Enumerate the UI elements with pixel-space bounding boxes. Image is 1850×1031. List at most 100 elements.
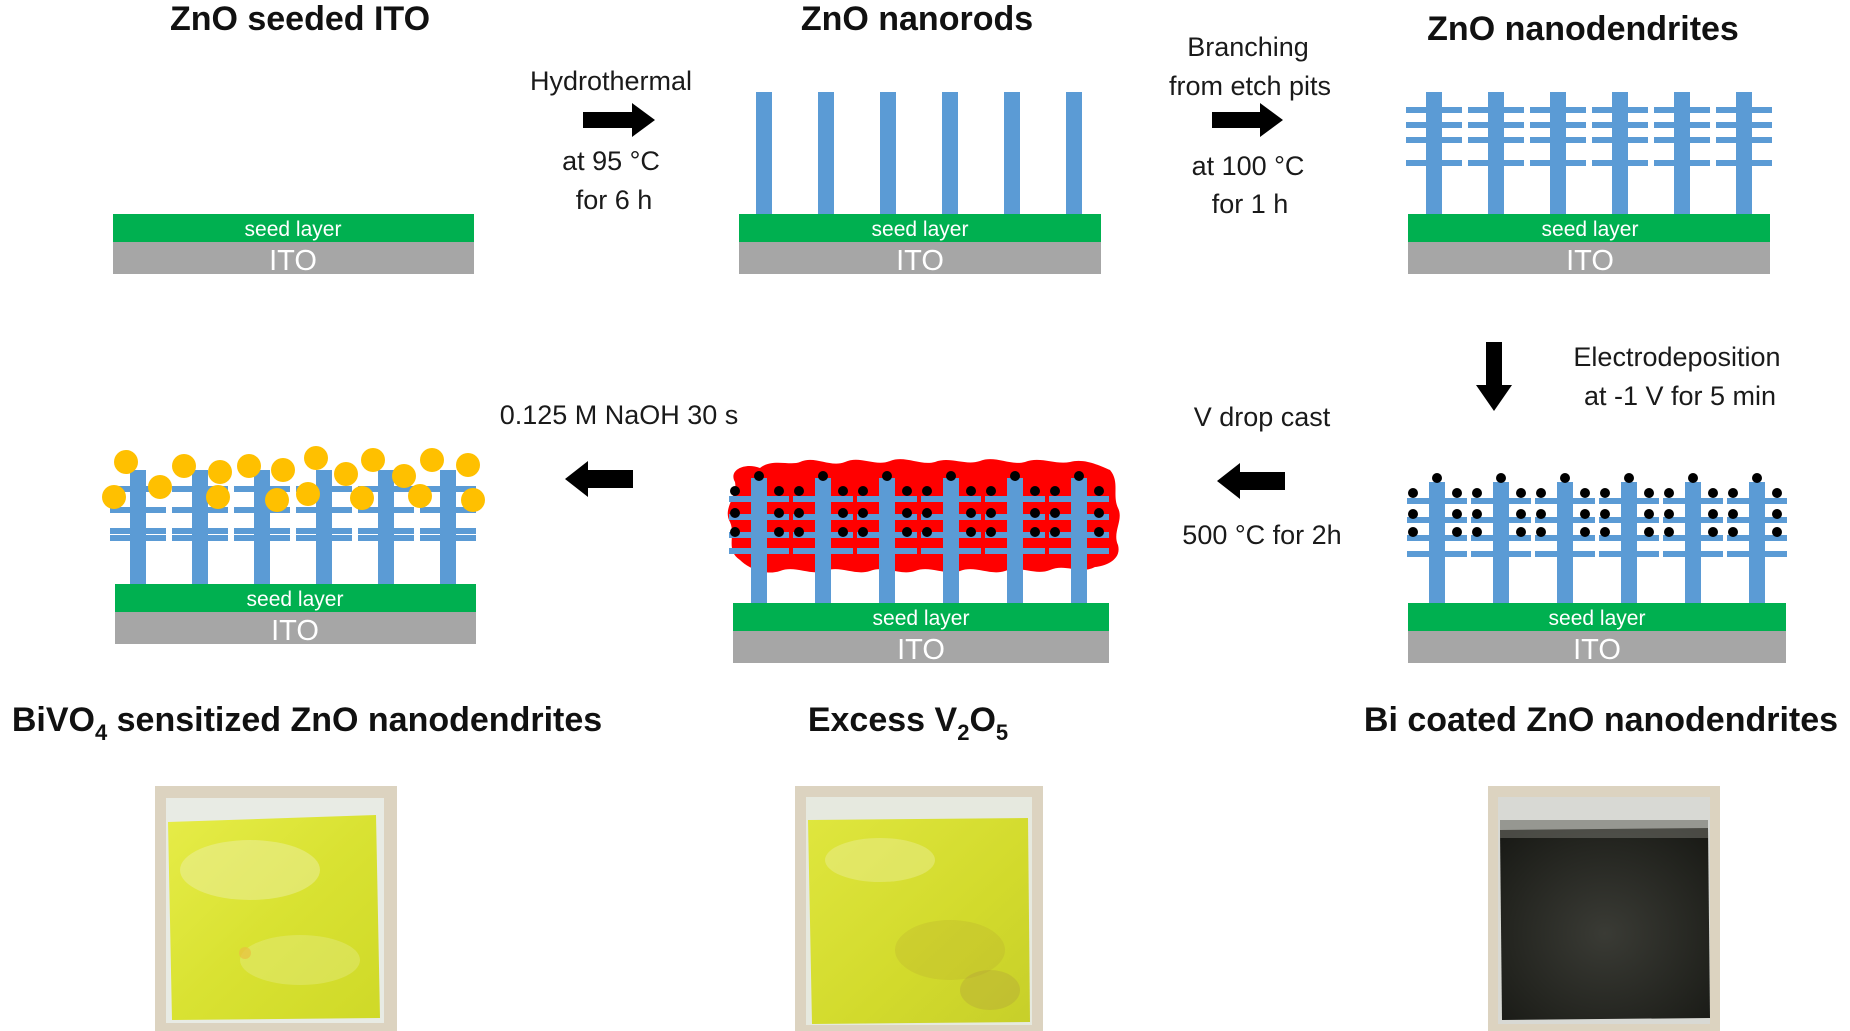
zno-dendrite-branch: [358, 486, 414, 492]
zno-dendrite-branch: [921, 514, 981, 520]
zno-dendrite-branch: [1530, 107, 1586, 113]
bi-particle: [1050, 527, 1060, 537]
bi-particle: [794, 486, 804, 496]
title-bivo4-sensitized: BiVO4 sensitized ZnO nanodendrites: [12, 701, 602, 745]
bivo4-particle: [148, 475, 172, 499]
zno-dendrite-branch: [1530, 160, 1586, 166]
zno-dendrite-branch: [793, 532, 853, 538]
ito-label: ITO: [269, 245, 317, 277]
zno-dendrite-branch: [1716, 107, 1772, 113]
step-branching: Branching from etch pits at 100 °C for 1…: [1169, 32, 1331, 219]
zno-dendrite-branch: [1468, 122, 1524, 128]
zno-dendrite-branch: [1407, 498, 1467, 504]
zno-dendrite-branch: [296, 486, 352, 492]
bi-particle: [902, 486, 912, 496]
bivo4-particle: [392, 464, 416, 488]
zno-dendrite-branch: [1716, 122, 1772, 128]
zno-dendrite-trunk: [751, 478, 767, 603]
step-label: Hydrothermal: [530, 66, 692, 96]
step-label: at 100 °C: [1192, 151, 1305, 181]
bi-particle: [1516, 527, 1526, 537]
zno-dendrite-branch: [1407, 551, 1467, 557]
bi-particle: [922, 527, 932, 537]
zno-dendrite-branch: [1407, 517, 1467, 523]
zno-dendrite-branch: [1049, 548, 1109, 554]
zno-dendrite-branch: [1727, 535, 1787, 541]
bivo4-particle: [265, 488, 289, 512]
zno-dendrite-branch: [1049, 532, 1109, 538]
zno-dendrite-trunk: [1429, 482, 1445, 603]
zno-dendrite-branch: [1663, 535, 1723, 541]
zno-dendrite-branch: [234, 486, 290, 492]
zno-dendrite-trunk: [316, 470, 332, 584]
bi-particle: [1094, 527, 1104, 537]
bi-particle: [818, 471, 828, 481]
bi-particle: [1408, 509, 1418, 519]
bi-particle: [922, 508, 932, 518]
panel-seeded-ito: seed layer ITO: [113, 214, 474, 277]
zno-dendrite-branch: [234, 507, 290, 513]
seed-layer: [115, 584, 476, 612]
bivo4-particle: [350, 486, 374, 510]
photo-bivo4-film: [155, 786, 397, 1031]
bi-particle: [1600, 488, 1610, 498]
title-excess-v2o5: Excess V2O5: [808, 701, 1008, 745]
panel-excess-v2o5: seed layer ITO: [727, 459, 1120, 666]
bi-particle: [902, 508, 912, 518]
zno-dendrite-branch: [420, 528, 476, 534]
bi-particle: [922, 486, 932, 496]
bi-particle: [730, 486, 740, 496]
right-arrow-icon: [583, 103, 655, 137]
zno-dendrite-branch: [172, 507, 228, 513]
zno-dendrite-trunk: [879, 478, 895, 603]
bi-particle: [1094, 486, 1104, 496]
panel-bivo4-sensitized: seed layer ITO: [102, 446, 485, 647]
zno-dendrite-branch: [1654, 122, 1710, 128]
photo-v2o5-film: [795, 786, 1043, 1031]
bi-particle: [754, 471, 764, 481]
step-label: 0.125 M NaOH 30 s: [500, 400, 739, 430]
bivo4-particle: [304, 446, 328, 470]
panel-bi-coated: seed layer ITO: [1407, 473, 1787, 666]
zno-dendrite-branch: [1716, 160, 1772, 166]
bi-particle: [1644, 527, 1654, 537]
zno-dendrite-branch: [1530, 137, 1586, 143]
ito-label: ITO: [1573, 634, 1621, 666]
bi-particle: [902, 527, 912, 537]
bivo4-particle: [172, 454, 196, 478]
zno-dendrite-branch: [1471, 535, 1531, 541]
bi-particle: [1536, 509, 1546, 519]
zno-dendrite-branch: [358, 528, 414, 534]
bi-particle: [1580, 488, 1590, 498]
zno-dendrite-trunk: [130, 470, 146, 584]
zno-dendrite-branch: [1592, 107, 1648, 113]
bi-particle: [1050, 508, 1060, 518]
zno-dendrite-branch: [358, 507, 414, 513]
step-label: at -1 V for 5 min: [1584, 381, 1776, 411]
ito-label: ITO: [1566, 245, 1614, 277]
bivo4-particle: [237, 454, 261, 478]
ito-layer: [1408, 242, 1770, 274]
zno-dendrite-branch: [110, 486, 166, 492]
zno-dendrite-branch: [1530, 122, 1586, 128]
zno-dendrite-branch: [1049, 514, 1109, 520]
step-label: Electrodeposition: [1573, 342, 1780, 372]
zno-nanorod: [942, 92, 958, 214]
zno-dendrite-branch: [1663, 498, 1723, 504]
zno-dendrite-branch: [296, 507, 352, 513]
step-electrodeposition: Electrodeposition at -1 V for 5 min: [1476, 342, 1781, 411]
zno-dendrite-branch: [1727, 517, 1787, 523]
zno-dendrite-branch: [1468, 160, 1524, 166]
bivo4-particle: [271, 458, 295, 482]
bi-particle: [1408, 488, 1418, 498]
bi-particle: [794, 508, 804, 518]
zno-dendrite-branch: [1654, 107, 1710, 113]
step-label: Branching: [1187, 32, 1309, 62]
zno-dendrite-branch: [857, 532, 917, 538]
bi-particle: [794, 527, 804, 537]
zno-dendrite-branch: [110, 535, 166, 541]
zno-dendrite-branch: [358, 535, 414, 541]
zno-dendrite-branch: [985, 496, 1045, 502]
bi-particle: [838, 486, 848, 496]
